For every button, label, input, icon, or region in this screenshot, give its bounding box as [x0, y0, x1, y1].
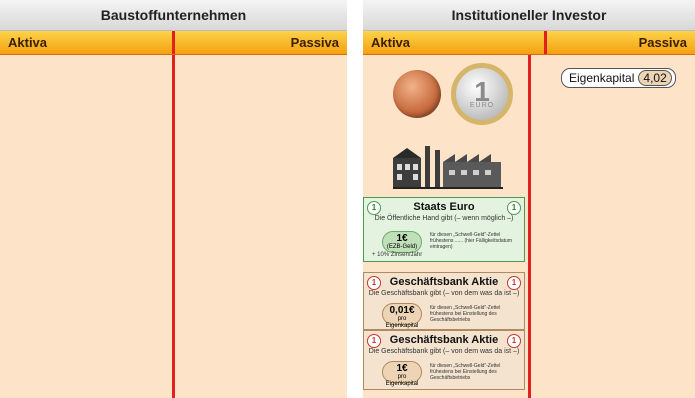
amount-value: 1€ — [396, 363, 408, 374]
balance-columns — [0, 55, 347, 398]
badge-left: 1 — [367, 276, 381, 290]
certificate-title: Geschäftsbank Aktie — [389, 334, 499, 346]
assets-column[interactable] — [0, 55, 175, 398]
column-header-row: Aktiva Passiva — [0, 31, 347, 56]
certificate-geschaeftsbank-aktie[interactable]: 1 1 Geschäftsbank Aktie Die Geschäftsban… — [363, 330, 525, 390]
assets-header: Aktiva — [0, 31, 175, 54]
certificate-staats-euro[interactable]: 1 1 Staats Euro Die Öffentliche Hand gib… — [363, 197, 525, 262]
certificate-line: Die Geschäftsbank gibt (– von dem was da… — [368, 348, 520, 355]
assets-header: Aktiva — [363, 31, 547, 54]
badge-right: 1 — [507, 276, 521, 290]
certificate-amount: 0,01€ pro Eigenkapital — [382, 303, 422, 329]
certificate-geschaeftsbank-aktie[interactable]: 1 1 Geschäftsbank Aktie Die Geschäftsban… — [363, 272, 525, 330]
badge-left: 1 — [367, 201, 381, 215]
equity-label: Eigenkapital — [569, 71, 635, 85]
certificate-line: Die Geschäftsbank gibt (– von dem was da… — [368, 290, 520, 297]
badge-right: 1 — [507, 334, 521, 348]
euro-coin-icon[interactable]: 1 EURO — [451, 63, 513, 125]
panel-title: Institutioneller Investor — [363, 0, 695, 31]
certificate-fine-print: für diesen „Schwell-Geld“-Zettel frühest… — [430, 363, 501, 381]
certificate-line: Die Öffentliche Hand gibt (– wenn möglic… — [374, 215, 514, 222]
amount-sub: pro Eigenkapital — [385, 374, 419, 387]
liabilities-header: Passiva — [638, 35, 687, 50]
coin-number: 1 — [474, 76, 490, 107]
panel-title: Baustoffunternehmen — [0, 0, 347, 31]
balance-sheet-baustoffunternehmen: Baustoffunternehmen Aktiva Passiva — [0, 0, 347, 398]
certificate-fine-print: für diesen „Schwell-Geld“-Zettel frühest… — [430, 305, 501, 323]
equity-value: 4,02 — [638, 70, 672, 86]
badge-left: 1 — [367, 334, 381, 348]
amount-sub: (EZB-Geld) — [386, 244, 418, 250]
equity-tag[interactable]: Eigenkapital 4,02 — [561, 68, 676, 88]
certificate-interest-note: + 10% Zinsen/Jahr — [372, 252, 423, 258]
balance-sheet-institutioneller-investor: Institutioneller Investor Aktiva Passiva… — [363, 0, 695, 398]
liabilities-column[interactable] — [175, 55, 347, 398]
certificate-title: Staats Euro — [413, 201, 475, 213]
amount-value: 1€ — [396, 233, 408, 244]
badge-right: 1 — [507, 201, 521, 215]
liabilities-column[interactable] — [531, 55, 695, 398]
certificate-fine-print: für diesen „Schwell-Geld“-Zettel frühest… — [430, 232, 512, 250]
cent-coin-icon[interactable] — [393, 70, 441, 118]
column-header-row: Aktiva Passiva — [363, 31, 695, 56]
amount-value: 0,01€ — [389, 305, 415, 316]
certificate-amount: 1€ (EZB-Geld) — [382, 231, 422, 253]
certificate-amount: 1€ pro Eigenkapital — [382, 361, 422, 387]
liabilities-header: Passiva — [290, 35, 339, 50]
factory-icon[interactable] — [393, 140, 503, 190]
amount-sub: pro Eigenkapital — [385, 316, 419, 329]
coin-currency: EURO — [469, 102, 495, 109]
certificate-title: Geschäftsbank Aktie — [389, 276, 499, 288]
